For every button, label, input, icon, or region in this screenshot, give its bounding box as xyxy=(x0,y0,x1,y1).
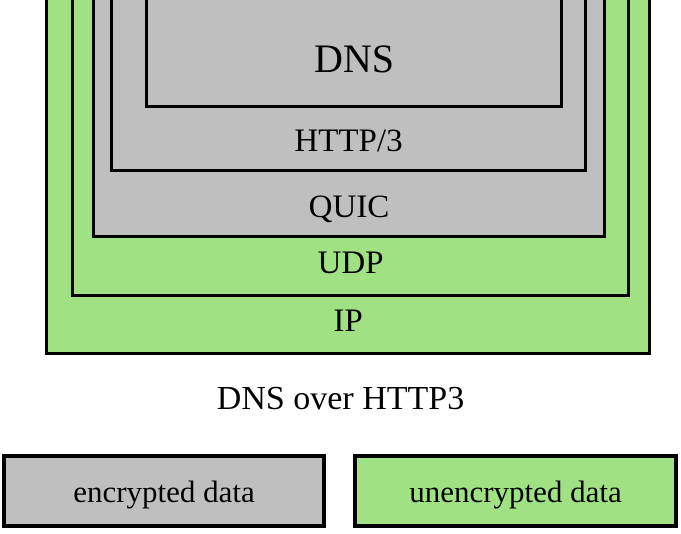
protocol-layer-label-http3: HTTP/3 xyxy=(294,123,403,159)
legend-swatch-unencrypted: unencrypted data xyxy=(353,454,678,528)
legend-label-encrypted: encrypted data xyxy=(73,473,255,509)
protocol-layer-dns: DNS xyxy=(145,0,563,108)
protocol-stack-diagram: IP UDP QUIC HTTP/3 DNS xyxy=(45,0,651,355)
legend-swatch-encrypted: encrypted data xyxy=(2,454,326,528)
protocol-layer-label-udp: UDP xyxy=(317,245,384,281)
protocol-layer-label-quic: QUIC xyxy=(308,189,390,225)
legend-label-unencrypted: unencrypted data xyxy=(409,473,622,509)
protocol-layer-label-dns: DNS xyxy=(313,36,395,81)
protocol-layer-label-ip: IP xyxy=(333,303,363,339)
diagram-caption: DNS over HTTP3 xyxy=(216,380,465,417)
legend: encrypted data unencrypted data xyxy=(0,454,681,530)
